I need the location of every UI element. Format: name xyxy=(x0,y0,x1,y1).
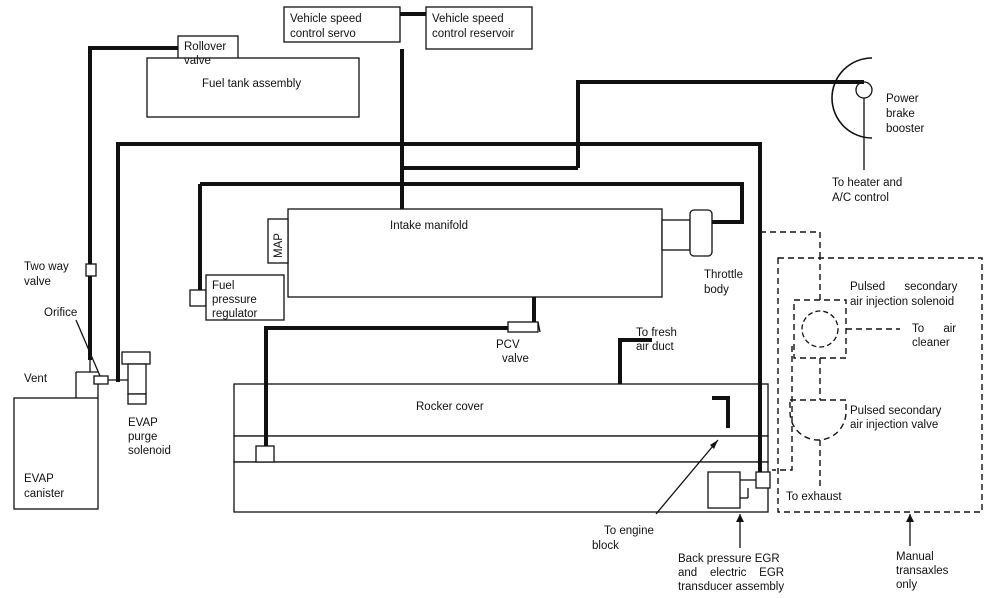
pcv-hose xyxy=(264,326,508,446)
pcv-valve-label: PCV valve xyxy=(496,339,529,365)
fresh-air-label: To fresh air duct xyxy=(636,327,680,353)
engine-block-arrow xyxy=(655,439,719,515)
intake-manifold-box xyxy=(287,208,663,298)
map-sensor-box xyxy=(267,218,289,264)
rocker-cover-box xyxy=(233,383,769,437)
to-exhaust-label: To exhaust xyxy=(786,491,842,503)
air-injection-return xyxy=(772,346,793,471)
evap-purge-solenoid-base xyxy=(127,393,147,405)
vent-label: Vent xyxy=(24,373,48,385)
engine-block-label: To engine block xyxy=(592,525,657,552)
two-way-valve-box xyxy=(85,263,97,277)
evap-purge-solenoid-body xyxy=(127,363,147,395)
intake-manifold-label: Intake manifold xyxy=(390,220,468,232)
manual-transaxles-label: Manual transaxles only xyxy=(896,551,952,591)
evap-purge-solenoid-cap xyxy=(121,351,151,365)
air-injection-vacuum-line xyxy=(760,231,821,258)
evap-canister-label: EVAP canister xyxy=(24,473,64,500)
throttle-body-label: Throttle body xyxy=(704,269,746,296)
egr-transducer-box xyxy=(707,471,741,509)
vss-reservoir-label: Vehicle speed control reservoir xyxy=(432,13,515,40)
vehicle-speed-control-servo-box xyxy=(283,6,401,43)
two-way-valve-label: Two way valve xyxy=(24,261,72,288)
throttle-body-flange xyxy=(689,209,713,257)
air-injection-solenoid-symbol xyxy=(801,310,839,348)
heater-ac-label: To heater and A/C control xyxy=(832,177,906,204)
breather-tube xyxy=(712,396,730,428)
brake-booster-hose xyxy=(576,80,864,168)
power-brake-booster-port xyxy=(855,81,873,99)
vehicle-speed-control-reservoir-box xyxy=(425,6,533,50)
fuel-pressure-regulator-label: Fuel pressure regulator xyxy=(212,280,260,320)
pulsed-solenoid-label: Pulsed secondary air injection solenoid xyxy=(850,281,958,308)
vss-servo-label: Vehicle speed control servo xyxy=(290,13,365,40)
egr-transducer-label: Back pressure EGR and electric EGR trans… xyxy=(678,553,784,593)
egr-port xyxy=(755,471,771,489)
fuel-tank-label: Fuel tank assembly xyxy=(202,78,301,90)
evap-canister-box xyxy=(13,397,99,510)
fuel-pressure-regulator-port xyxy=(189,289,207,307)
rollover-valve-label: Rollover valve xyxy=(184,41,229,67)
fuel-pressure-regulator-box xyxy=(205,274,285,321)
map-label: MAP xyxy=(273,233,285,258)
power-brake-booster-label: Power brake booster xyxy=(886,93,925,135)
fuel-tank-box xyxy=(146,57,360,118)
manual-transaxle-boundary xyxy=(777,257,983,513)
air-injection-valve-symbol xyxy=(789,399,847,441)
rollover-hose xyxy=(88,46,178,264)
manifold-top-hose xyxy=(200,182,744,224)
pcv-valve-box xyxy=(507,321,539,333)
rocker-port xyxy=(255,445,275,463)
pulsed-valve-label: Pulsed secondary air injection valve xyxy=(850,405,945,431)
power-brake-booster-shell xyxy=(831,57,873,139)
throttle-body-box xyxy=(661,219,691,251)
orifice-leader xyxy=(75,319,101,377)
purge-main-hose xyxy=(116,142,762,382)
cylinder-head-box xyxy=(233,435,769,463)
evap-purge-solenoid-label: EVAP purge solenoid xyxy=(128,417,171,457)
rocker-cover-label: Rocker cover xyxy=(416,401,484,413)
fresh-air-hose xyxy=(618,338,652,384)
engine-block-box xyxy=(233,461,769,513)
orifice-fitting xyxy=(93,375,109,385)
orifice-label: Orifice xyxy=(44,307,77,319)
to-air-cleaner-label: To air cleaner xyxy=(912,323,956,349)
